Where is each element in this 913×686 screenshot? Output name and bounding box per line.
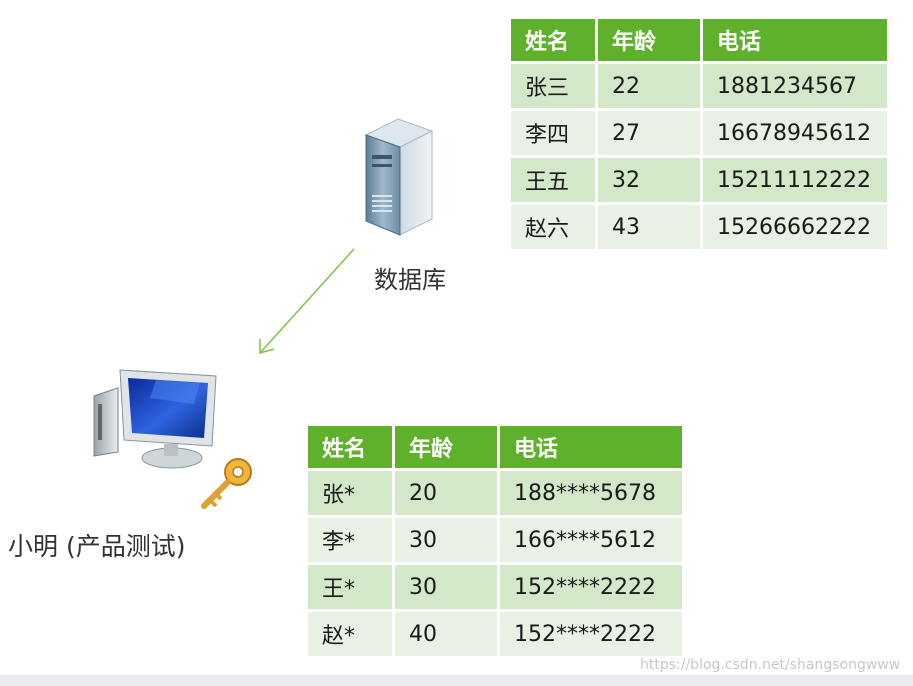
table-row: 王五 32 15211112222 (511, 158, 887, 202)
table-row: 赵* 40 152****2222 (308, 612, 682, 656)
database-label: 数据库 (374, 260, 446, 295)
header-age: 年龄 (598, 19, 700, 61)
cell-phone: 152****2222 (500, 565, 682, 609)
table-row: 赵六 43 15266662222 (511, 205, 887, 249)
header-age: 年龄 (395, 426, 497, 468)
table-row: 张三 22 1881234567 (511, 64, 887, 108)
key-icon (196, 452, 258, 512)
cell-phone: 15211112222 (703, 158, 887, 202)
cell-phone: 166****5612 (500, 518, 682, 562)
cell-phone: 188****5678 (500, 471, 682, 515)
table-row: 张* 20 188****5678 (308, 471, 682, 515)
cell-age: 27 (598, 111, 700, 155)
server-icon (358, 115, 438, 240)
cell-name: 王* (308, 565, 392, 609)
cell-name: 王五 (511, 158, 595, 202)
data-flow-arrow (250, 245, 360, 360)
watermark: https://blog.csdn.net/shangsongwww (640, 657, 900, 673)
cell-age: 30 (395, 565, 497, 609)
cell-name: 赵六 (511, 205, 595, 249)
table-header-row: 姓名 年龄 电话 (511, 19, 887, 61)
header-phone: 电话 (703, 19, 887, 61)
header-name: 姓名 (511, 19, 595, 61)
cell-name: 李四 (511, 111, 595, 155)
cell-name: 赵* (308, 612, 392, 656)
cell-name: 李* (308, 518, 392, 562)
cell-phone: 1881234567 (703, 64, 887, 108)
cell-age: 40 (395, 612, 497, 656)
cell-age: 20 (395, 471, 497, 515)
cell-phone: 15266662222 (703, 205, 887, 249)
cell-phone: 152****2222 (500, 612, 682, 656)
cell-age: 30 (395, 518, 497, 562)
table-row: 李* 30 166****5612 (308, 518, 682, 562)
table-row: 李四 27 16678945612 (511, 111, 887, 155)
bottom-band (0, 675, 913, 686)
cell-age: 43 (598, 205, 700, 249)
header-phone: 电话 (500, 426, 682, 468)
cell-phone: 16678945612 (703, 111, 887, 155)
masked-table: 姓名 年龄 电话 张* 20 188****5678 李* 30 166****… (305, 423, 685, 659)
header-name: 姓名 (308, 426, 392, 468)
user-label: 小明 (产品测试) (8, 527, 185, 563)
table-header-row: 姓名 年龄 电话 (308, 426, 682, 468)
cell-name: 张* (308, 471, 392, 515)
database-table: 姓名 年龄 电话 张三 22 1881234567 李四 27 16678945… (508, 16, 890, 252)
cell-age: 22 (598, 64, 700, 108)
table-row: 王* 30 152****2222 (308, 565, 682, 609)
cell-name: 张三 (511, 64, 595, 108)
cell-age: 32 (598, 158, 700, 202)
